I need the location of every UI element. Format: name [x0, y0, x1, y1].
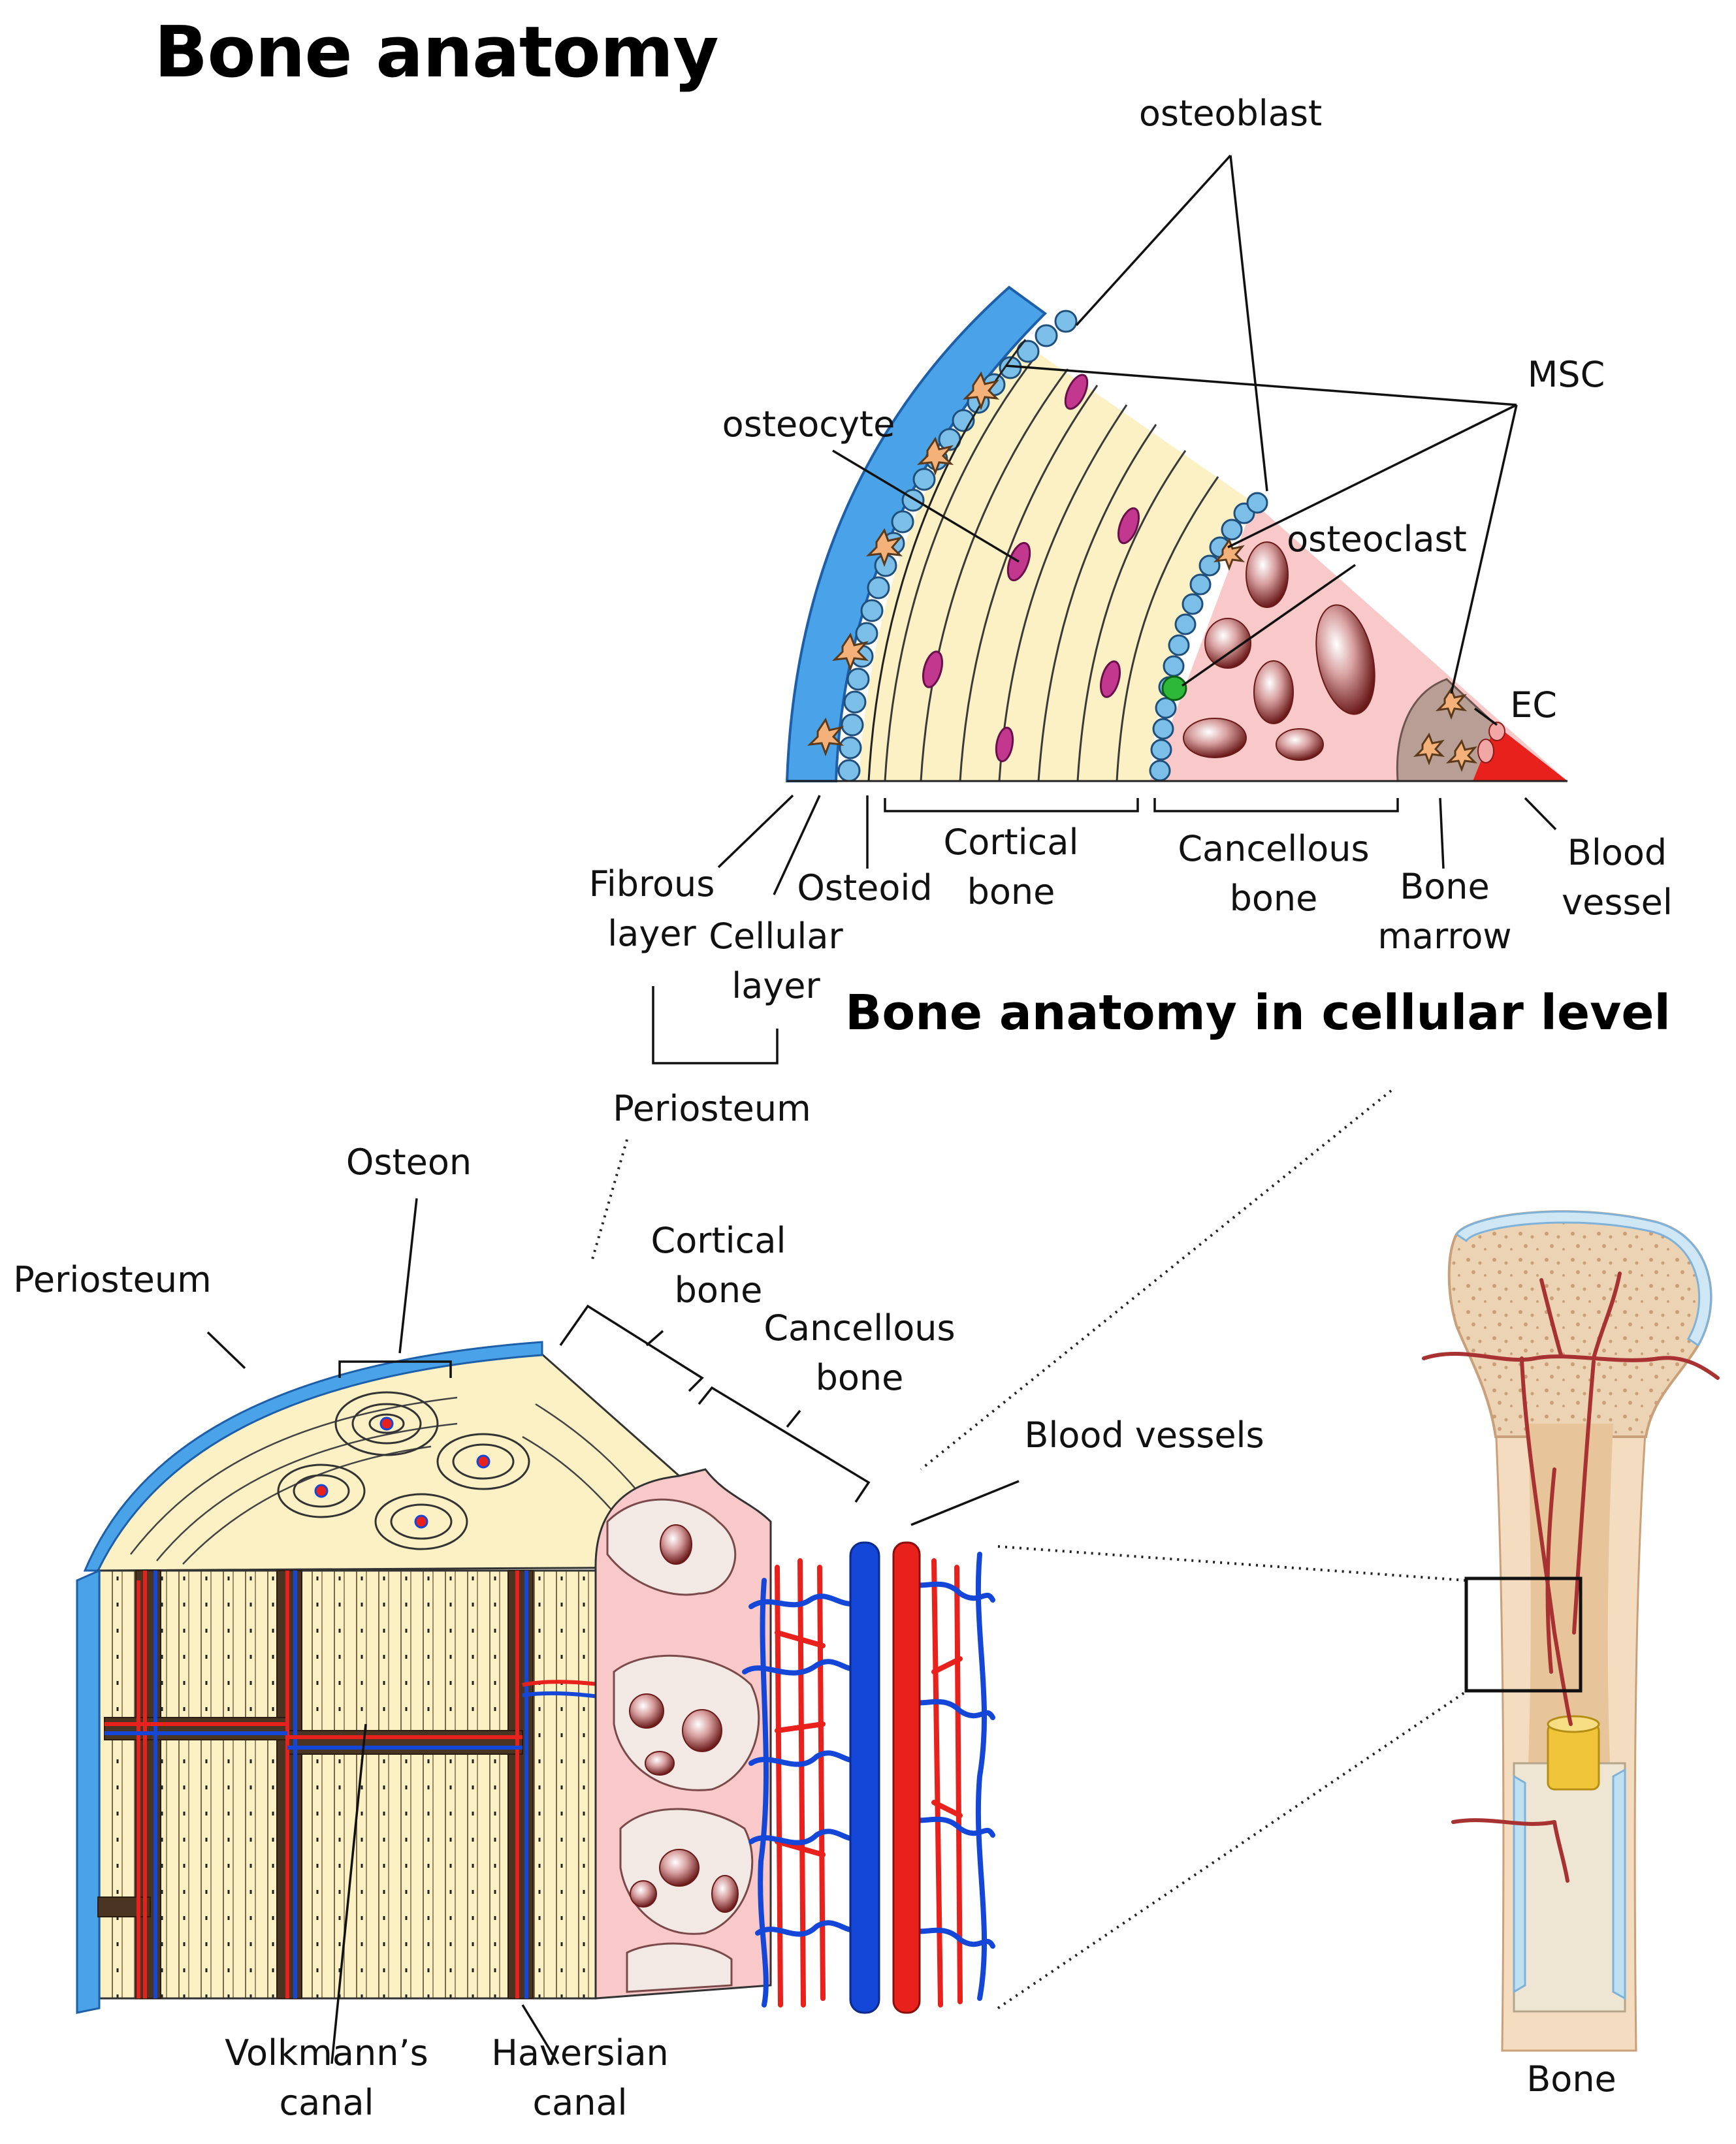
label-cortical-bone-section: Cortical bone	[651, 1220, 786, 1311]
cellular-level-title: Bone anatomy in cellular level	[845, 985, 1671, 1041]
nutrient-arteries	[1422, 1272, 1720, 1883]
blood-vessel-network	[742, 1541, 995, 2014]
osteoclast-cell	[1161, 675, 1187, 701]
label-cellular-layer: Cellular layer	[709, 916, 843, 1006]
zoom-box	[1464, 1576, 1583, 1693]
marrow-pores	[1183, 541, 1375, 761]
long-bone-illustration	[1422, 1210, 1720, 2052]
label-periosteum-section: Periosteum	[13, 1259, 212, 1300]
periosteum-side	[76, 1569, 101, 2014]
label-cancellous-bone-cellular: Cancellous bone	[1178, 828, 1370, 919]
label-osteon: Osteon	[346, 1142, 472, 1183]
articular-cartilage	[1455, 1210, 1712, 1347]
main-title: Bone anatomy	[154, 12, 719, 93]
cellular-pointer-lines	[652, 154, 1557, 1064]
section-pointer-lines	[206, 1198, 1020, 2064]
label-blood-vessel: Blood vessel	[1562, 832, 1673, 923]
label-volkmanns-canal: Volkmann’s canal	[225, 2032, 428, 2123]
label-osteocyte: osteocyte	[722, 404, 895, 445]
cartilage-cylinder	[1547, 1723, 1600, 1791]
cellular-sector-diagram	[785, 285, 1567, 782]
label-bone-marrow: Bone marrow	[1377, 866, 1512, 957]
label-periosteum-cellular: Periosteum	[613, 1088, 811, 1129]
cortical-bone-band	[859, 340, 1254, 781]
label-ec: EC	[1510, 684, 1557, 726]
msc-cells	[807, 371, 1478, 773]
label-fibrous-layer: Fibrous layer	[588, 863, 715, 954]
bone-section-block	[76, 1341, 995, 2014]
bone-head	[1447, 1210, 1712, 1438]
label-osteoid: Osteoid	[797, 867, 933, 908]
osteons	[277, 1391, 530, 1550]
periosteum-rim	[83, 1341, 543, 1572]
zoom-dotted-lines	[590, 1089, 1468, 2009]
osteocytes	[922, 374, 1140, 763]
label-osteoblast: osteoblast	[1138, 93, 1323, 134]
label-bone: Bone	[1526, 2058, 1616, 2100]
bone-collar	[1513, 1762, 1626, 2013]
label-haversian-canal: Haversian canal	[491, 2032, 669, 2123]
marrow-cavity	[1528, 1424, 1613, 1763]
label-blood-vessels: Blood vessels	[1024, 1415, 1264, 1456]
label-msc: MSC	[1527, 354, 1605, 395]
label-cortical-bone-cellular: Cortical bone	[943, 822, 1079, 912]
label-cancellous-bone-section: Cancellous bone	[764, 1307, 956, 1398]
fibrous-layer	[785, 285, 1048, 782]
label-osteoclast: osteoclast	[1287, 519, 1467, 560]
